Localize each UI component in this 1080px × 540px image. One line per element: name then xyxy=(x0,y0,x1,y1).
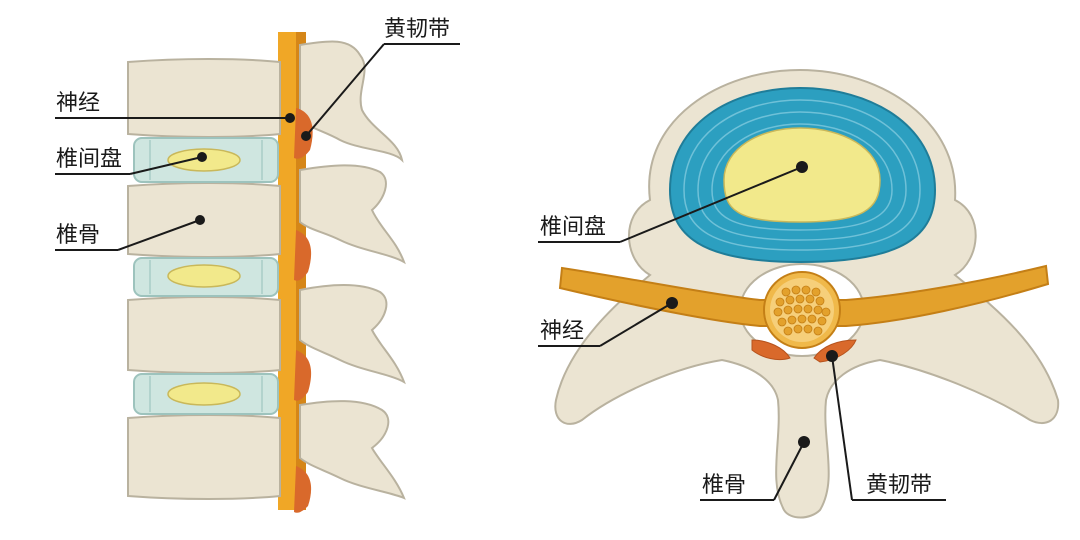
side-nucleus-2 xyxy=(167,264,241,288)
cross-label-vertebra: 椎骨 xyxy=(702,473,746,498)
side-label-disc: 椎间盘 xyxy=(56,147,122,172)
vertebral-body-4 xyxy=(127,414,281,500)
cross-label-disc: 椎间盘 xyxy=(540,215,606,240)
cross-label-ligament: 黄韧带 xyxy=(866,473,932,498)
cross-leaders xyxy=(538,161,946,501)
vertebral-body-3 xyxy=(127,296,281,374)
side-disc-2 xyxy=(133,257,279,297)
side-leaders xyxy=(55,43,460,251)
spinous-processes xyxy=(299,40,406,500)
side-label-ligament: 黄韧带 xyxy=(384,17,450,42)
side-discs xyxy=(133,137,279,415)
side-nucleus-3 xyxy=(167,382,241,406)
vertebral-body-1 xyxy=(127,58,281,138)
cross-label-nerve: 神经 xyxy=(540,319,584,344)
spinous-process-4 xyxy=(299,400,406,500)
cross-disc xyxy=(668,86,937,264)
cross-ligament-left xyxy=(751,339,791,361)
side-disc-3 xyxy=(133,373,279,415)
side-label-nerve: 神经 xyxy=(56,91,100,116)
cross-section-view: 椎间盘 神经 椎骨 黄韧带 xyxy=(538,68,1060,519)
cross-nucleus xyxy=(723,127,881,223)
side-ligament-2 xyxy=(294,230,312,281)
side-ligament-3 xyxy=(294,350,312,401)
cross-nerve-band xyxy=(558,264,1050,327)
side-ligament-4 xyxy=(294,466,312,513)
side-label-vertebra: 椎骨 xyxy=(56,223,100,248)
side-ligaments xyxy=(294,108,313,513)
cross-spinal-cord xyxy=(763,271,841,349)
spinous-process-1 xyxy=(299,40,404,164)
spinous-process-2 xyxy=(299,164,406,265)
spinous-process-3 xyxy=(299,284,406,385)
side-view: 黄韧带 神经 椎间盘 椎骨 xyxy=(55,17,460,513)
